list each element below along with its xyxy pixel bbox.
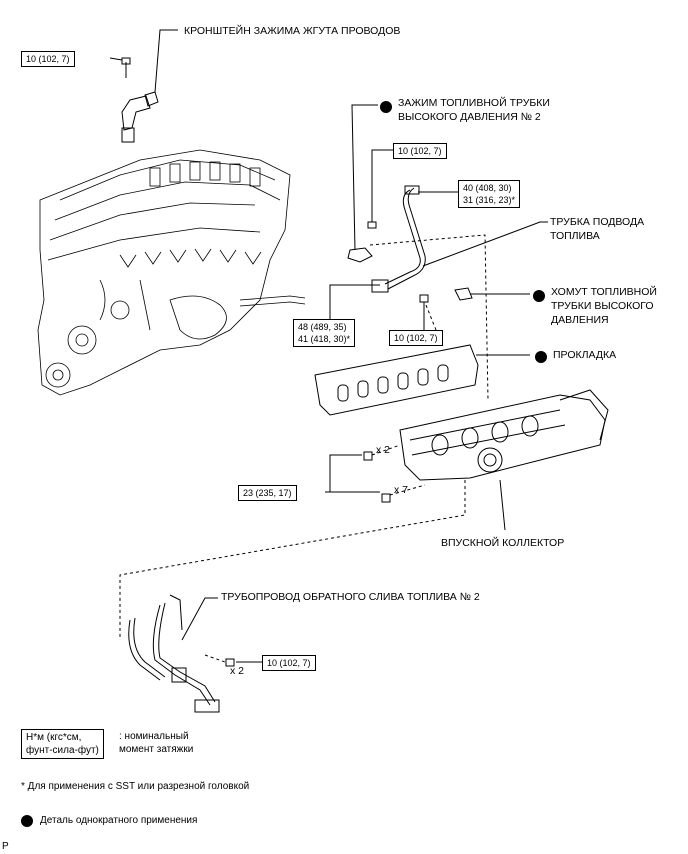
manifold-label: ВПУСКНОЙ КОЛЛЕКТОР [441, 537, 565, 549]
return-pipe-part [128, 594, 220, 713]
bolt-x2 [363, 451, 373, 461]
footnote: * Для применения с SST или разрезной гол… [21, 781, 250, 792]
legend-unit-desc-line2: момент затяжки [119, 744, 194, 755]
legend-unit-desc-line1: : номинальный [119, 731, 189, 742]
leader-t6-a [325, 454, 362, 493]
single-use-marker-hose [533, 290, 545, 302]
torque-box-2: 10 (102, 7) [393, 143, 447, 159]
torque-box-1: 10 (102, 7) [21, 51, 75, 67]
x7-label: x 7 [394, 484, 409, 496]
torque-box-6: 23 (235, 17) [238, 485, 297, 501]
bolt-x7 [381, 493, 391, 503]
x2-label-return: x 2 [230, 665, 245, 677]
legend-unit-desc: : номинальный момент затяжки [119, 730, 193, 756]
gasket-label: ПРОКЛАДКА [553, 349, 617, 361]
hp-clamp-part [347, 247, 373, 263]
return-pipe-label: ТРУБОПРОВОД ОБРАТНОГО СЛИВА ТОПЛИВА № 2 [221, 591, 480, 603]
single-use-legend-text: Деталь однократного применения [40, 815, 198, 826]
torque-box-7: 10 (102, 7) [262, 655, 316, 671]
torque-box-4: 48 (489, 35) 41 (418, 30)* [293, 319, 356, 347]
torque-box-3: 40 (408, 30) 31 (316, 23)* [458, 180, 521, 208]
single-use-legend-icon [21, 815, 33, 827]
hose-label-line2: ТРУБКИ ВЫСОКОГО [551, 300, 654, 312]
hose-clamp-part [454, 287, 473, 301]
leader-harness [154, 29, 178, 93]
leader-t4 [329, 284, 380, 320]
torque-3-line2: 31 (316, 23)* [463, 195, 516, 205]
torque-4-line2: 41 (418, 30)* [298, 334, 351, 344]
leader-t1 [109, 57, 123, 61]
inlet-label-line1: ТРУБКА ПОДВОДА [550, 216, 645, 228]
harness-bracket-part [121, 57, 159, 143]
dashed-guides [119, 234, 489, 640]
hose-label-line3: ДАВЛЕНИЯ [551, 314, 609, 326]
leader-manifold [499, 479, 506, 531]
legend-unit-box: Н*м (кгс*см, фунт-сила-фут) [21, 729, 104, 759]
intake-manifold-part [399, 389, 609, 481]
clamp-label-line1: ЗАЖИМ ТОПЛИВНОЙ ТРУБКИ [398, 97, 550, 109]
page-marker: P [2, 841, 9, 852]
leader-inlet [422, 221, 548, 267]
bolt-t7 [225, 658, 235, 667]
legend-unit-line1: Н*м (кгс*см, [26, 732, 82, 743]
harness-bracket-label: КРОНШТЕЙН ЗАЖИМА ЖГУТА ПРОВОДОВ [184, 25, 401, 37]
bolt-t5 [419, 294, 429, 303]
single-use-marker-clamp [380, 101, 392, 113]
torque-4-line1: 48 (489, 35) [298, 322, 347, 332]
torque-3-line1: 40 (408, 30) [463, 183, 512, 193]
leader-return [181, 597, 218, 641]
gasket-part [314, 344, 479, 416]
fuel-inlet-pipe-part [371, 185, 426, 293]
engine-illustration [37, 149, 306, 396]
single-use-marker-gasket [535, 351, 547, 363]
bolt-t2 [367, 221, 377, 229]
hose-label-line1: ХОМУТ ТОПЛИВНОЙ [551, 286, 657, 298]
inlet-label-line2: ТОПЛИВА [550, 230, 600, 242]
leader-t2 [371, 149, 393, 222]
x2-label-manifold: x 2 [376, 444, 391, 456]
legend-unit-line2: фунт-сила-фут) [26, 745, 99, 756]
torque-box-5: 10 (102, 7) [389, 330, 443, 346]
clamp-label-line2: ВЫСОКОГО ДАВЛЕНИЯ № 2 [398, 111, 541, 123]
leader-clamp [351, 104, 378, 251]
dashed-return [204, 654, 226, 663]
